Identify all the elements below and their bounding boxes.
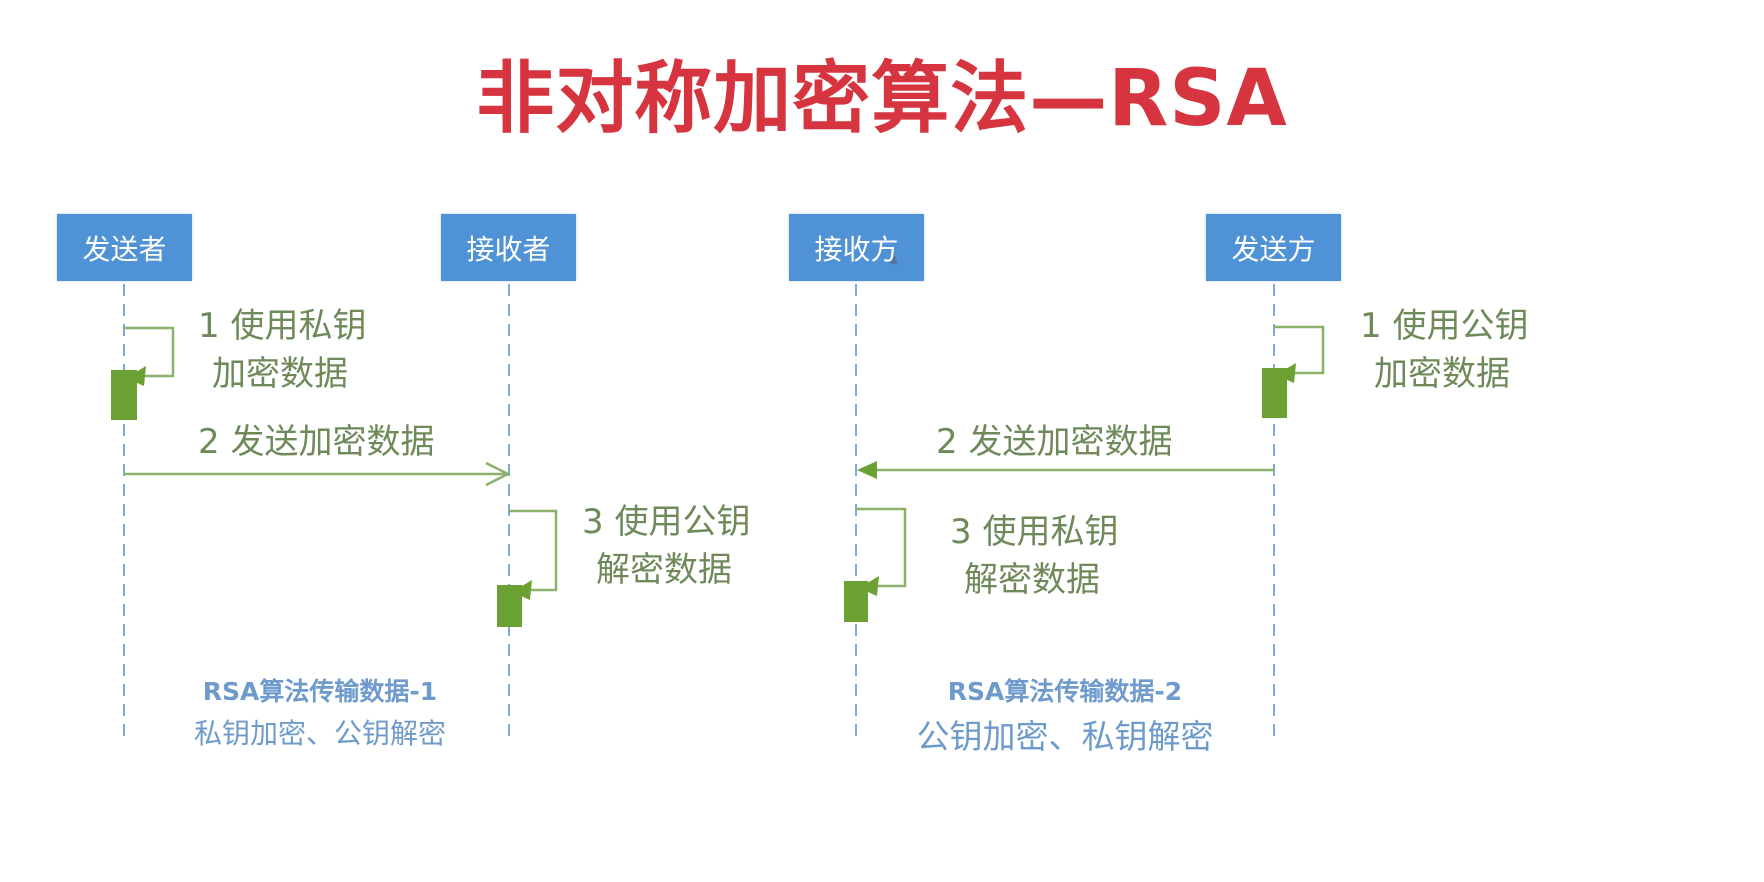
participant-sender: 发送者 <box>57 214 192 281</box>
caption-title: RSA算法传输数据-1 <box>202 677 438 706</box>
step-text: 1 使用私钥 <box>198 306 367 346</box>
activation-bar <box>111 370 137 420</box>
self-message-loop-1 <box>124 326 175 378</box>
caption-diagram-2: RSA算法传输数据-2 公钥加密、私钥解密 <box>890 672 1240 758</box>
activation-bar <box>844 581 868 622</box>
slide-title: 非对称加密算法—RSA <box>476 54 1288 144</box>
participant-label: 发送方 <box>1231 232 1316 266</box>
step-text: 加密数据 <box>212 354 348 394</box>
participant-receiver: 接收者 <box>441 214 576 281</box>
step-text: 3 使用公钥 <box>582 502 751 542</box>
caption-subtitle: 公钥加密、私钥解密 <box>916 717 1214 756</box>
step-label-3: 3 使用私钥 解密数据 <box>950 508 1118 604</box>
step-label-1: 1 使用私钥 加密数据 <box>198 302 366 398</box>
step-label-3: 3 使用公钥 解密数据 <box>582 498 750 594</box>
step-label-2: 2 发送加密数据 <box>198 422 435 462</box>
step-label-1: 1 使用公钥 加密数据 <box>1360 302 1528 398</box>
participant-label: 接收方 <box>814 232 899 266</box>
activation-bar <box>1262 368 1287 418</box>
participant-receiver: 接收方 <box>789 214 924 281</box>
self-message-loop-1 <box>1274 325 1325 375</box>
caption-diagram-1: RSA算法传输数据-1 私钥加密、公钥解密 <box>160 672 480 752</box>
activation-bar <box>497 585 522 627</box>
filled-arrowhead-icon <box>857 461 877 479</box>
arrowhead-icon <box>859 576 879 596</box>
step-text: 1 使用公钥 <box>1360 306 1529 346</box>
open-arrowhead-icon <box>485 461 511 487</box>
step-text: 3 使用私钥 <box>950 512 1119 552</box>
participant-label: 发送者 <box>82 232 167 266</box>
step-text: 加密数据 <box>1374 354 1510 394</box>
self-message-loop-3 <box>509 509 558 592</box>
step-label-2: 2 发送加密数据 <box>936 422 1173 462</box>
step-text: 解密数据 <box>596 550 732 590</box>
caption-title: RSA算法传输数据-2 <box>947 677 1183 706</box>
step-text: 解密数据 <box>964 560 1100 600</box>
self-message-loop-3 <box>856 507 907 588</box>
participant-sender: 发送方 <box>1206 214 1341 281</box>
participant-label: 接收者 <box>466 232 551 266</box>
caption-subtitle: 私钥加密、公钥解密 <box>193 717 446 750</box>
